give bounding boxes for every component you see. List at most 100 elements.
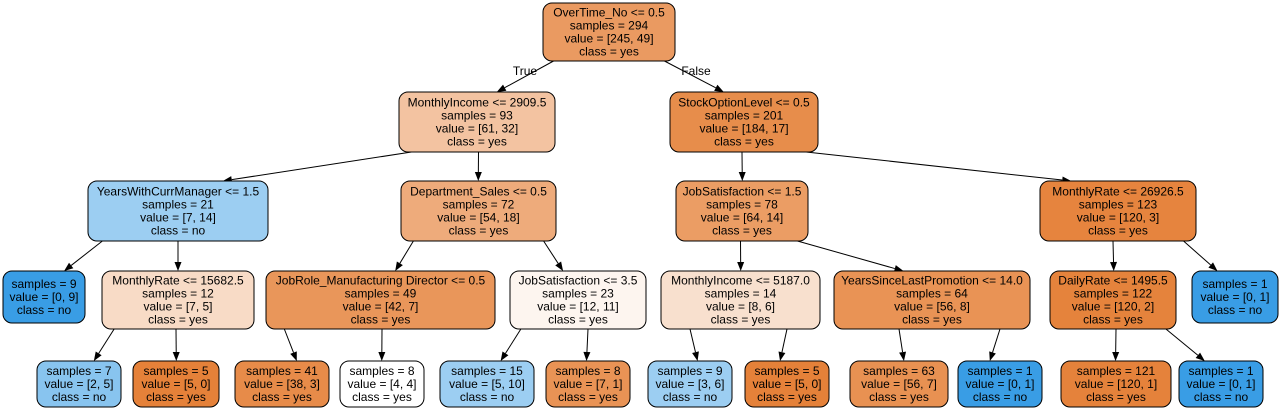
tree-node-text: value = [56, 7] (861, 377, 937, 391)
tree-edge-arrowhead (290, 351, 297, 361)
tree-edge (505, 328, 522, 354)
tree-node-text: value = [64, 14] (701, 211, 783, 225)
tree-node-box (1060, 360, 1172, 408)
tree-node-text: class = yes (558, 390, 618, 404)
tree-node-text: samples = 7 (46, 364, 111, 378)
tree-node-text: class = no (151, 224, 206, 238)
tree-edge-arrowhead (738, 171, 746, 181)
tree-node-text: value = [61, 32] (436, 122, 518, 136)
false-edge-label: False (681, 64, 711, 78)
tree-node-text: samples = 93 (441, 109, 513, 123)
tree-edge (98, 328, 115, 354)
tree-node-text: value = [7, 5] (143, 300, 212, 314)
tree-node-text: class = no (17, 303, 72, 317)
tree-node-box (957, 360, 1043, 408)
tree-edge-arrowhead (583, 351, 591, 361)
tree-node-text: samples = 23 (542, 287, 614, 301)
tree-node-text: samples = 63 (863, 364, 935, 378)
tree-node-text: JobSatisfaction <= 3.5 (519, 274, 638, 288)
tree-node: JobRole_Manufacturing Director <= 0.5sam… (265, 270, 496, 330)
tree-edge (898, 328, 904, 353)
tree-node-text: JobRole_Manufacturing Director <= 0.5 (276, 274, 486, 288)
tree-node-text: samples = 1 (967, 364, 1032, 378)
tree-node-text: value = [184, 17] (699, 122, 788, 136)
tree-edge-arrowhead (395, 261, 403, 271)
tree-node-text: YearsSinceLastPromotion <= 14.0 (841, 274, 1023, 288)
tree-edge-arrowhead (474, 171, 482, 181)
tree-edge-arrowhead (1195, 352, 1205, 361)
tree-node-text: samples = 9 (11, 277, 76, 291)
tree-edge-arrowhead (500, 351, 509, 361)
tree-node-text: class = no (460, 390, 515, 404)
tree-edge (1183, 240, 1212, 266)
tree-node-box (265, 270, 496, 330)
tree-edge (689, 328, 696, 353)
tree-node-text: samples = 64 (896, 287, 968, 301)
tree-node-text: class = yes (869, 390, 929, 404)
tree-edge-arrowhead (93, 351, 102, 361)
tree-node-box (1049, 270, 1177, 330)
tree-node-box (101, 270, 255, 330)
tree-node-text: class = no (663, 390, 718, 404)
tree-node-text: class = yes (1086, 390, 1146, 404)
tree-node-text: OverTime_No <= 0.5 (553, 6, 665, 20)
tree-node-box (400, 180, 557, 242)
tree-edge (543, 240, 559, 264)
tree-edge-arrowhead (692, 351, 699, 361)
tree-node-text: value = [0, 9] (9, 290, 78, 304)
tree-edge (797, 240, 895, 270)
tree-node-text: Department_Sales <= 0.5 (410, 185, 547, 199)
tree-node-box (647, 360, 733, 408)
tree-node-text: MonthlyRate <= 26926.5 (1052, 185, 1184, 199)
tree-node-text: value = [4, 4] (347, 377, 416, 391)
tree-edge (283, 328, 294, 353)
tree-node-text: value = [2, 5] (44, 377, 113, 391)
tree-node-text: class = yes (579, 45, 639, 59)
tree-edge (586, 328, 589, 353)
tree-node-box (132, 360, 220, 408)
tree-edge (781, 328, 788, 353)
tree-node-text: class = yes (711, 313, 771, 327)
tree-node-text: value = [5, 0] (141, 377, 210, 391)
tree-node-text: value = [0, 1] (1186, 377, 1255, 391)
tree-node-text: MonthlyIncome <= 2909.5 (408, 96, 547, 110)
tree-edge (70, 240, 103, 266)
tree-edge (1112, 240, 1115, 263)
tree-node-box (675, 180, 809, 242)
tree-node-text: value = [38, 3] (244, 377, 320, 391)
tree-edge-arrowhead (778, 351, 786, 361)
tree-node-text: samples = 121 (1077, 364, 1156, 378)
tree-node-box (660, 270, 821, 330)
tree-node-text: value = [7, 14] (140, 211, 216, 225)
tree-node-text: samples = 78 (706, 198, 778, 212)
tree-node-text: value = [0, 1] (965, 377, 1034, 391)
tree-node-text: samples = 1 (1202, 277, 1267, 291)
tree-node-text: samples = 14 (705, 287, 777, 301)
tree-node-text: class = yes (757, 390, 817, 404)
tree-edge-arrowhead (1112, 351, 1120, 361)
tree-edge-arrowhead (1208, 262, 1218, 271)
tree-edge-arrowhead (555, 261, 564, 271)
tree-node-box (87, 180, 269, 242)
tree-node-text: class = yes (714, 135, 774, 149)
tree-node-text: class = no (1208, 303, 1263, 317)
tree-node-box (545, 360, 631, 408)
tree-node-text: samples = 123 (1079, 198, 1158, 212)
tree-node-text: samples = 72 (443, 198, 515, 212)
tree-node-box (234, 360, 330, 408)
tree-edge-arrowhead (496, 84, 507, 92)
tree-node-text: samples = 201 (705, 109, 784, 123)
tree-node-text: class = yes (712, 224, 772, 238)
